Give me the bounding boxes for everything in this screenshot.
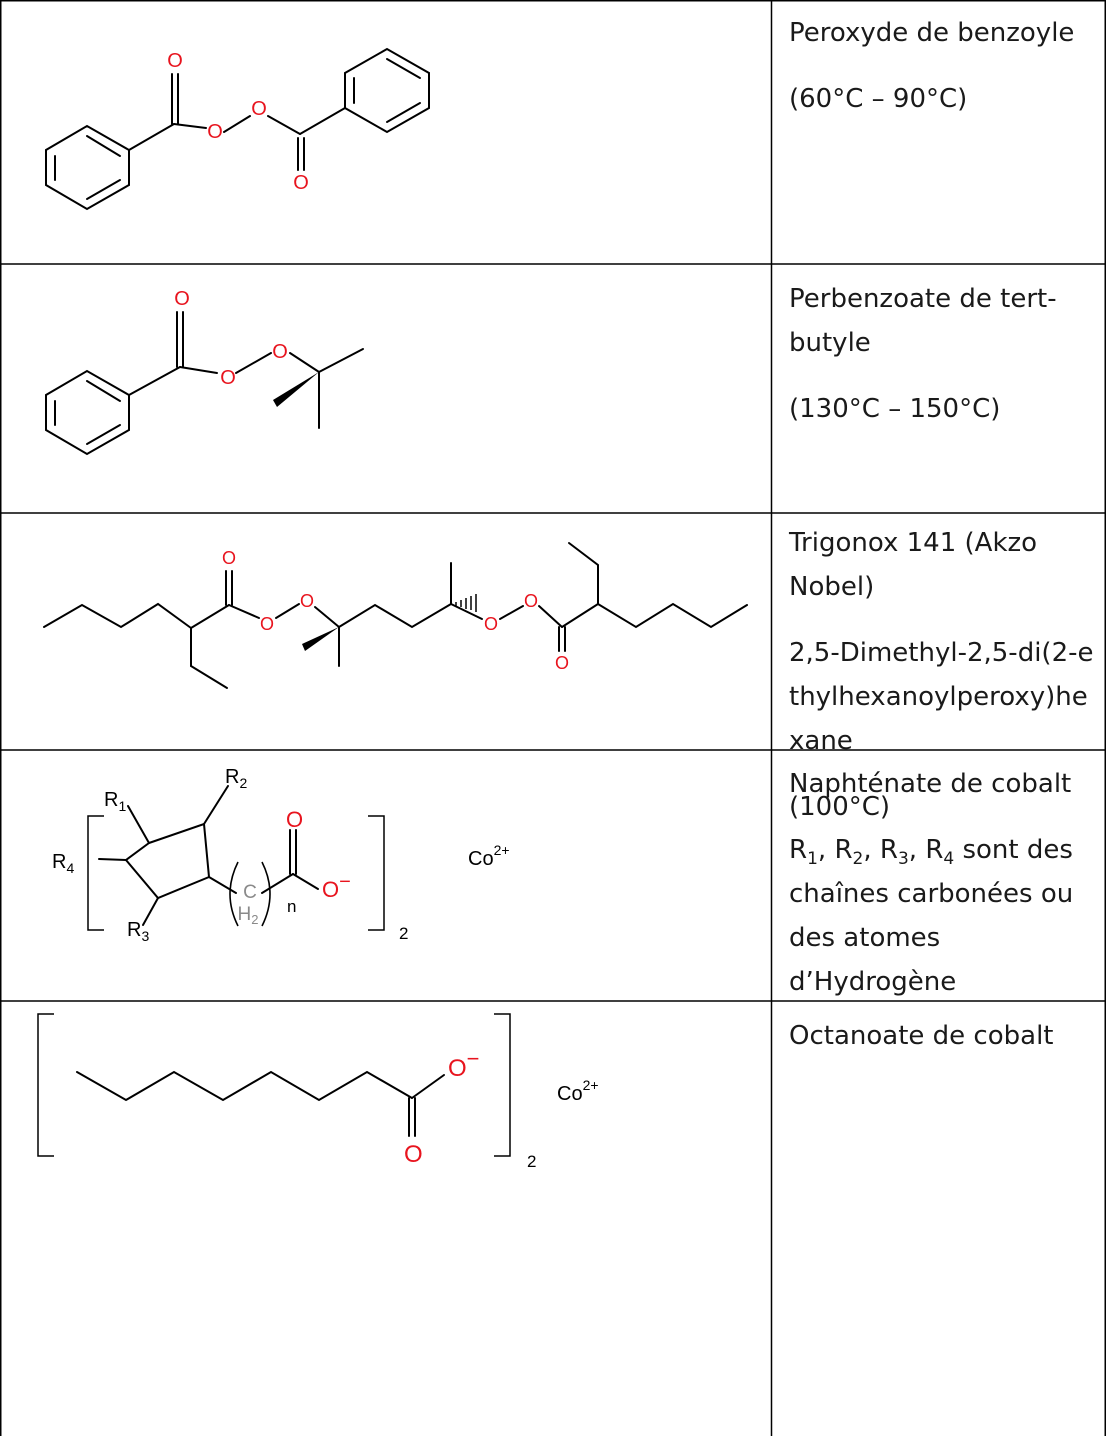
atom-o: O bbox=[260, 614, 274, 634]
atom-o: O bbox=[300, 591, 314, 611]
iupac-name: 2,5-Dimethyl-2,5-di(2-ethylhexanoylperox… bbox=[789, 638, 1094, 756]
compound-name: Peroxyde de benzoyle bbox=[789, 18, 1075, 48]
structure-trigonox-141: O O O O O O bbox=[43, 542, 748, 689]
structure-cobalt-octanoate: O− O 2 Co2+ bbox=[37, 1013, 599, 1171]
atom-o: O bbox=[167, 50, 183, 72]
atom-o: O bbox=[286, 807, 303, 832]
atom-o: O bbox=[293, 172, 309, 194]
atom-o: O bbox=[555, 653, 569, 673]
compound-name: Naphténate de cobalt bbox=[789, 769, 1072, 799]
temperature-range: (130°C – 150°C) bbox=[789, 394, 1001, 424]
row-1-description: Peroxyde de benzoyle (60°C – 90°C) bbox=[789, 11, 1101, 121]
repeat-n: n bbox=[287, 897, 296, 916]
substituent-r2: R2 bbox=[225, 766, 247, 791]
atom-o: O bbox=[484, 614, 498, 634]
compound-name: Perbenzoate de tert-butyle bbox=[789, 284, 1057, 358]
substituent-r4: R4 bbox=[52, 851, 74, 876]
atom-o: O bbox=[174, 288, 190, 310]
cobalt-ion: Co2+ bbox=[557, 1077, 599, 1105]
atom-o: O bbox=[404, 1141, 423, 1168]
compound-name: Trigonox 141 (Akzo Nobel) bbox=[789, 528, 1038, 602]
compound-name: Octanoate de cobalt bbox=[789, 1021, 1054, 1051]
atom-o: O bbox=[220, 367, 236, 389]
atom-o: O bbox=[222, 548, 236, 568]
atom-o: O bbox=[524, 591, 538, 611]
substituent-note: R1, R2, R3, R4 sont des chaînes carbonée… bbox=[789, 835, 1074, 997]
atom-o: O bbox=[272, 341, 288, 363]
row-4-description: Naphténate de cobalt R1, R2, R3, R4 sont… bbox=[789, 762, 1101, 1004]
cobalt-ion: Co2+ bbox=[468, 842, 510, 870]
atom-o-anion: O− bbox=[322, 871, 351, 902]
row-5-description: Octanoate de cobalt bbox=[789, 1014, 1101, 1058]
ch2-hydrogen: H2 bbox=[238, 904, 259, 927]
structure-cobalt-naphthenate: R1 R2 R4 R3 n 2 Co2+ C H2 O O− bbox=[52, 766, 510, 944]
atom-o: O bbox=[207, 121, 223, 143]
atom-o-anion: O− bbox=[448, 1046, 480, 1082]
temperature-range: (100°C) bbox=[789, 792, 891, 822]
substituent-r1: R1 bbox=[104, 789, 126, 814]
atom-o: O bbox=[251, 98, 267, 120]
substituent-r3: R3 bbox=[127, 919, 149, 944]
ch2-carbon: C bbox=[243, 882, 257, 903]
structure-tert-butyl-perbenzoate: O O O bbox=[45, 288, 364, 456]
row-2-description: Perbenzoate de tert-butyle (130°C – 150°… bbox=[789, 277, 1101, 431]
bracket-count: 2 bbox=[527, 1152, 536, 1171]
row-3-description: Trigonox 141 (Akzo Nobel) 2,5-Dimethyl-2… bbox=[789, 521, 1101, 829]
bracket-count: 2 bbox=[399, 924, 408, 943]
structure-benzoyl-peroxide: O O O O bbox=[45, 47, 430, 211]
temperature-range: (60°C – 90°C) bbox=[789, 84, 968, 114]
